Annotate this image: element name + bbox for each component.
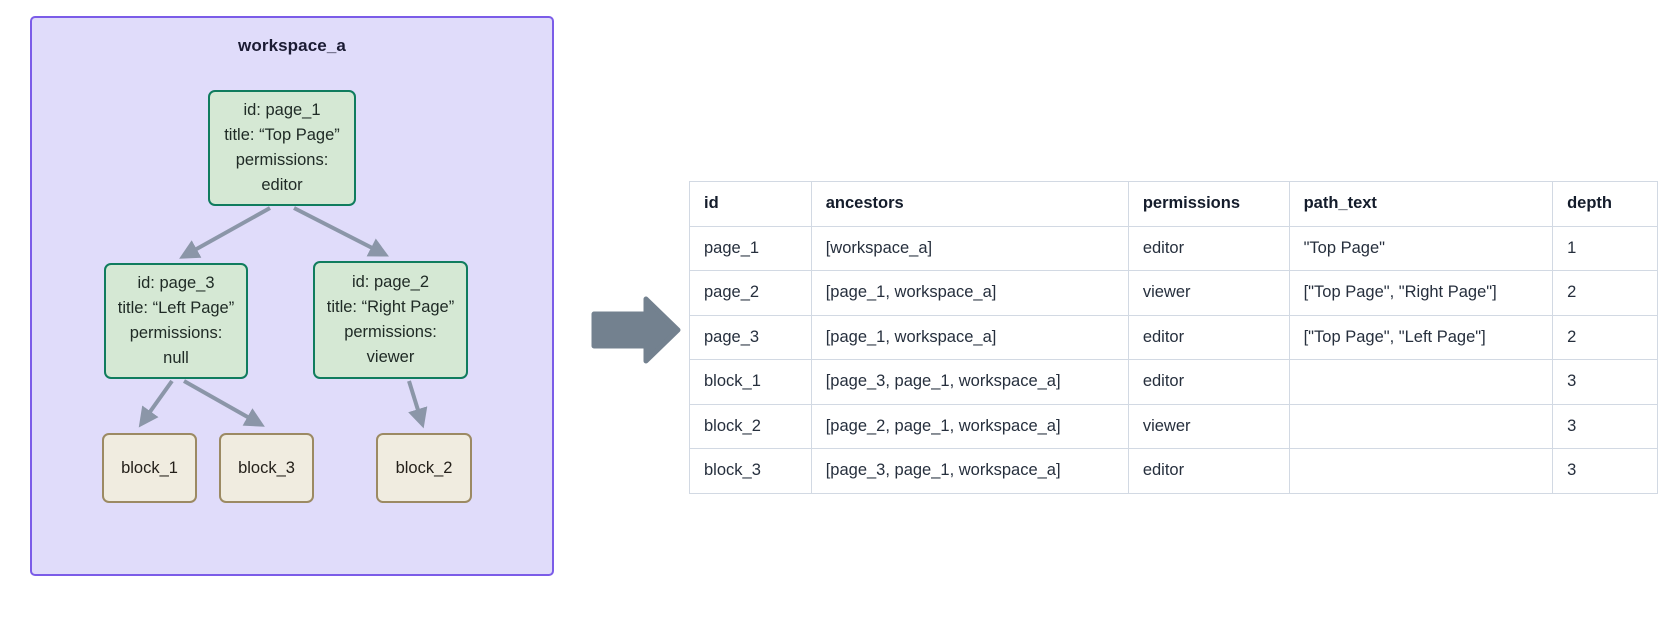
table-row[interactable]: block_2 [page_2, page_1, workspace_a] vi… — [689, 403, 1658, 449]
result-table-container: id ancestors permissions path_text depth… — [689, 181, 1658, 494]
cell-depth: 3 — [1552, 448, 1658, 494]
node-page-1-permissions-value: editor — [261, 176, 303, 195]
node-block-1-label: block_1 — [121, 458, 178, 477]
cell-ancestors: [page_2, page_1, workspace_a] — [810, 403, 1129, 449]
cell-permissions: viewer — [1127, 403, 1290, 449]
cell-ancestors: [page_3, page_1, workspace_a] — [810, 448, 1129, 494]
cell-permissions: editor — [1127, 314, 1290, 360]
flow-arrow-right-icon — [591, 296, 681, 364]
edge-page2-block2 — [407, 380, 428, 429]
cell-depth: 3 — [1552, 403, 1658, 449]
cell-path-text: "Top Page" — [1288, 225, 1554, 271]
edge-page3-block1 — [138, 379, 174, 428]
workspace-container: workspace_a id: page_1 title: “Top Page”… — [30, 16, 554, 576]
node-page-2-title: title: “Right Page” — [326, 297, 455, 316]
cell-id: block_1 — [689, 359, 812, 405]
cell-id: block_3 — [689, 448, 812, 494]
edge-page1-page3 — [179, 206, 271, 259]
cell-permissions: editor — [1127, 359, 1290, 405]
column-header-ancestors[interactable]: ancestors — [810, 181, 1129, 227]
cell-id: block_2 — [689, 403, 812, 449]
cell-path-text: ["Top Page", "Left Page"] — [1288, 314, 1554, 360]
cell-path-text — [1288, 359, 1554, 405]
table-row[interactable]: page_1 [workspace_a] editor "Top Page" 1 — [689, 225, 1658, 271]
cell-id: page_2 — [689, 270, 812, 316]
column-header-id[interactable]: id — [689, 181, 812, 227]
cell-permissions: editor — [1127, 448, 1290, 494]
cell-ancestors: [page_3, page_1, workspace_a] — [810, 359, 1129, 405]
node-page-2-permissions-label: permissions: — [344, 323, 437, 341]
node-page-3-permissions-label: permissions: — [129, 324, 223, 342]
table-row[interactable]: page_2 [page_1, workspace_a] viewer ["To… — [689, 270, 1658, 316]
node-page-2[interactable]: id: page_2 title: “Right Page” permissio… — [313, 261, 468, 379]
table-row[interactable]: block_1 [page_3, page_1, workspace_a] ed… — [689, 359, 1658, 405]
table-header-row: id ancestors permissions path_text depth — [689, 181, 1658, 227]
node-block-2[interactable]: block_2 — [376, 433, 472, 503]
cell-depth: 1 — [1552, 225, 1658, 271]
edge-page3-block3 — [183, 379, 265, 427]
cell-id: page_3 — [689, 314, 812, 360]
cell-path-text — [1288, 403, 1554, 449]
table-row[interactable]: block_3 [page_3, page_1, workspace_a] ed… — [689, 448, 1658, 494]
node-block-2-label: block_2 — [395, 458, 453, 477]
node-page-3[interactable]: id: page_3 title: “Left Page” permission… — [104, 263, 248, 379]
node-page-1-id: id: page_1 — [243, 100, 321, 119]
cell-permissions: viewer — [1127, 270, 1290, 316]
workspace-title: workspace_a — [238, 36, 346, 55]
cell-permissions: editor — [1127, 225, 1290, 271]
cell-depth: 2 — [1552, 270, 1658, 316]
edge-page1-page2 — [293, 206, 389, 257]
cell-depth: 3 — [1552, 359, 1658, 405]
result-table: id ancestors permissions path_text depth… — [689, 181, 1658, 494]
cell-ancestors: [workspace_a] — [810, 225, 1129, 271]
cell-ancestors: [page_1, workspace_a] — [810, 314, 1129, 360]
node-page-3-permissions-value: null — [163, 349, 189, 368]
cell-path-text: ["Top Page", "Right Page"] — [1288, 270, 1554, 316]
node-block-1[interactable]: block_1 — [102, 433, 197, 503]
column-header-depth[interactable]: depth — [1552, 181, 1658, 227]
node-page-3-id: id: page_3 — [137, 273, 215, 292]
node-page-1-permissions-label: permissions: — [235, 151, 329, 169]
node-page-1[interactable]: id: page_1 title: “Top Page” permissions… — [208, 90, 356, 206]
node-page-2-permissions-value: viewer — [366, 348, 415, 367]
column-header-path-text[interactable]: path_text — [1288, 181, 1554, 227]
cell-id: page_1 — [689, 225, 812, 271]
cell-path-text — [1288, 448, 1554, 494]
node-page-3-title: title: “Left Page” — [117, 298, 235, 317]
cell-ancestors: [page_1, workspace_a] — [810, 270, 1129, 316]
cell-depth: 2 — [1552, 314, 1658, 360]
node-block-3-label: block_3 — [238, 458, 295, 477]
column-header-permissions[interactable]: permissions — [1127, 181, 1290, 227]
table-row[interactable]: page_3 [page_1, workspace_a] editor ["To… — [689, 314, 1658, 360]
node-page-1-title: title: “Top Page” — [224, 125, 340, 144]
node-page-2-id: id: page_2 — [351, 272, 430, 291]
node-block-3[interactable]: block_3 — [219, 433, 314, 503]
